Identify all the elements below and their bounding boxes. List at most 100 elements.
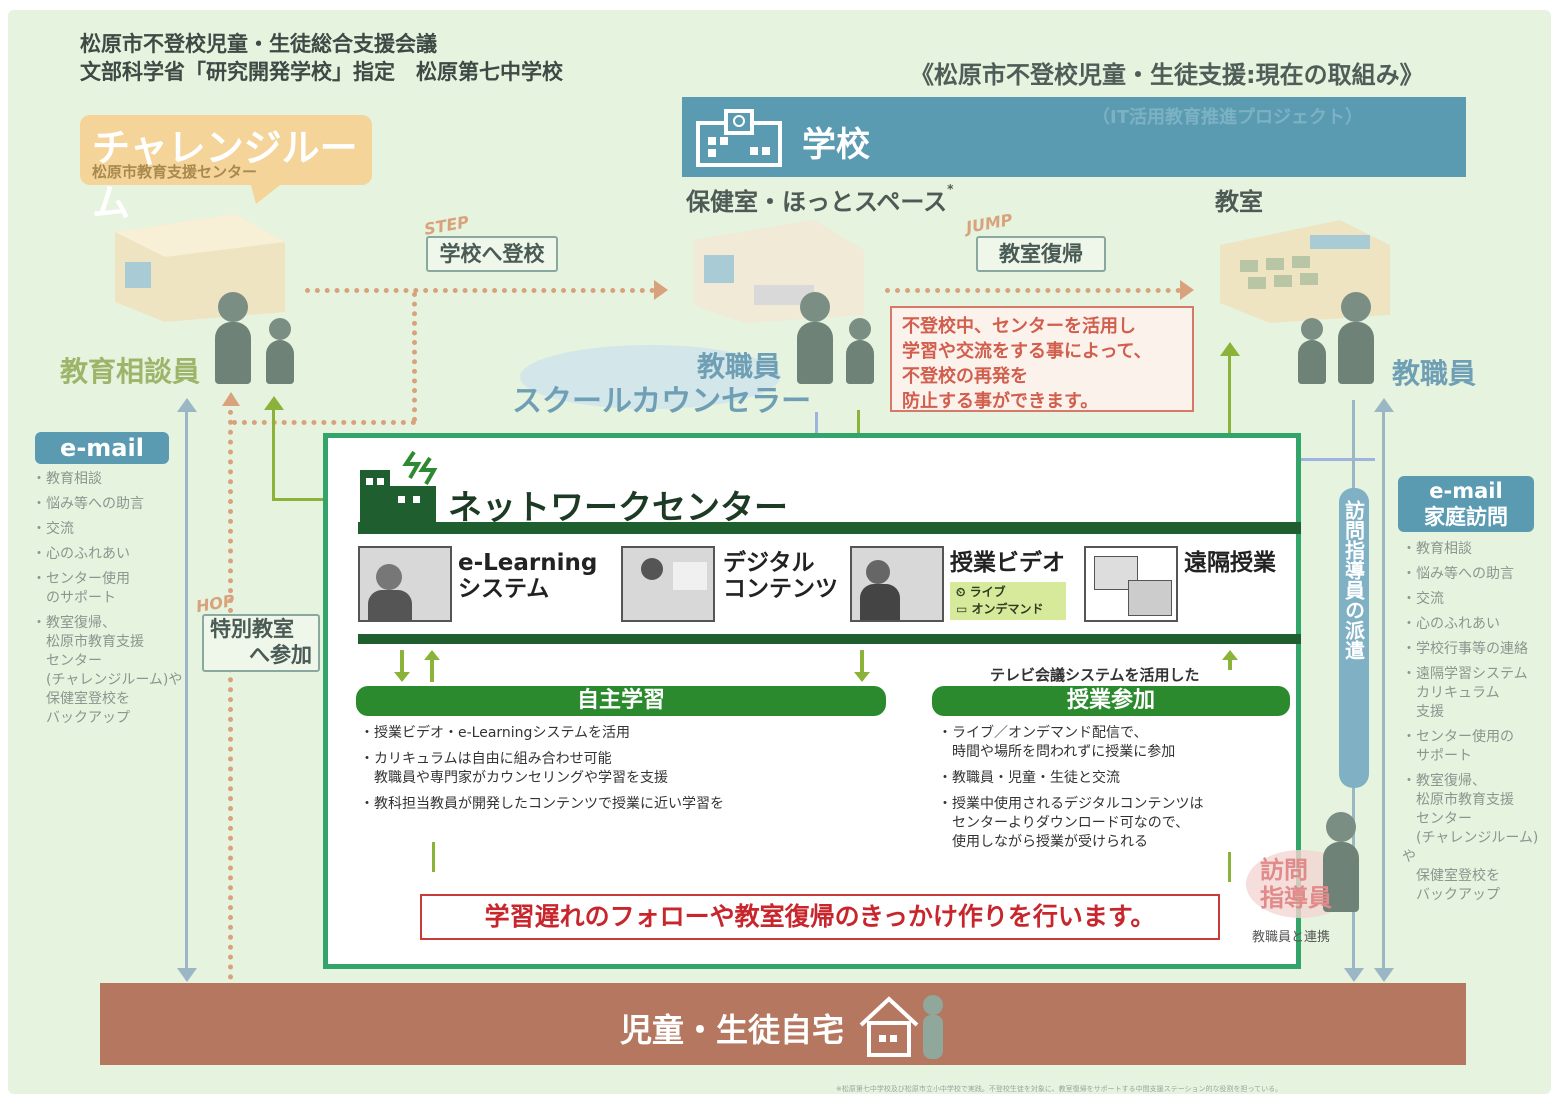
footnote: ※松原第七中学校及び松原市立小中学校で実践。不登校生徒を対象に、教室復帰をサポー… (836, 1085, 1283, 1093)
challenge-room-bubble: チャレンジルーム 松原市教育支援センター (80, 115, 372, 225)
live-tag: ⏲ ライブ (956, 585, 1006, 599)
challenge-room-subtitle: 松原市教育支援センター (92, 163, 258, 181)
list-item: ・遠隔学習システム カリキュラム 支援 (1402, 666, 1528, 720)
left-email-list: ・教育相談 ・悩み等への助言 ・交流 ・心のふれあい ・センター使用 のサポート… (32, 470, 192, 734)
arrow-up-icon (264, 396, 284, 410)
school-subtitle: （IT活用教育推進プロジェクト） (1092, 107, 1363, 128)
ondemand-tag: ▭ オンデマンド (956, 602, 1044, 616)
red-note-box: 不登校中、センターを活用し 学習や交流をする事によって、 不登校の再発を 防止す… (890, 306, 1194, 412)
visitor-label: 訪問指導員 (1260, 856, 1332, 912)
red-note-line: 不登校の再発を (902, 366, 1028, 387)
house-icon (859, 995, 943, 1059)
challenge-room-title: チャレンジルーム (92, 126, 358, 225)
visit-bar: 訪問指導員の派遣 (1339, 488, 1369, 788)
list-item: ・悩み等への助言 (1402, 566, 1514, 582)
list-item: ・カリキュラムは自由に組み合わせ可能 教職員や専門家がカウンセリングや学習を支援 (360, 751, 668, 786)
list-item: ・教科担当教員が開発したコンテンツで授業に近い学習を (360, 796, 724, 812)
hop-arrowhead (222, 392, 240, 406)
right-email-arrow (1382, 410, 1385, 980)
jump-label: 教室復帰 (976, 236, 1106, 272)
arrow-down-icon (1374, 968, 1394, 982)
step-path (305, 288, 655, 293)
list-item: ・授業中使用されるデジタルコンテンツは センターよりダウンロード可なので、 使用… (938, 796, 1204, 850)
list-item: ・授業ビデオ・e-Learningシステムを活用 (360, 725, 631, 741)
network-bottom-band (358, 634, 1301, 644)
video-mode-tags: ⏲ ライブ ▭ オンデマンド (950, 582, 1066, 620)
school-bar: 学校 （IT活用教育推進プロジェクト） (682, 97, 1466, 177)
arrow-up-icon (1222, 650, 1238, 670)
list-item: ・教室復帰、 松原市教育支援 センター (チャレンジルーム)や 保健室登校を バ… (1402, 773, 1539, 903)
network-center-title: ネットワークセンター (448, 488, 788, 528)
green-arrow-line (272, 400, 275, 500)
step-arrowhead (654, 280, 668, 300)
remote-class-icon (1084, 546, 1178, 622)
class-join-list: ・ライブ／オンデマンド配信で、 時間や場所を問われずに授業に参加 ・教職員・児童… (938, 724, 1298, 859)
network-top-band (358, 522, 1301, 534)
bubble-tail (250, 182, 284, 204)
network-building-icon (360, 450, 438, 522)
list-item: ・教室復帰、 松原市教育支援 センター (チャレンジルーム)や 保健室登校を バ… (32, 615, 183, 726)
visitor-link-text: 教職員と連携 (1252, 930, 1331, 945)
education-center-building-icon (115, 214, 285, 322)
red-note-line: 不登校中、センターを活用し (902, 316, 1136, 337)
green-arrow-line (1228, 350, 1231, 505)
service-lecture-video: 授業ビデオ (950, 550, 1065, 576)
red-note-line: 防止する事ができます。 (902, 391, 1099, 412)
list-item: ・交流 (1402, 591, 1444, 607)
green-arrow-line (272, 498, 338, 501)
hop-label: 特別教室 へ参加 (202, 614, 320, 672)
jump-path (885, 288, 1181, 293)
home-label: 児童・生徒自宅 (620, 1011, 845, 1049)
red-note-line: 学習や交流をする事によって、 (902, 341, 1152, 362)
school-label: 学校 (802, 125, 870, 165)
counselor-ellipse (520, 345, 780, 409)
list-item: ・心のふれあい (1402, 616, 1500, 632)
class-join-pretitle: テレビ会議システムを活用した (990, 666, 1200, 684)
left-email-arrow (185, 410, 188, 980)
room-classroom: 教室 (1215, 188, 1263, 216)
self-study-head: 自主学習 (356, 686, 886, 716)
header-line-2: 文部科学省「研究開発学校」指定 松原第七中学校 (80, 60, 563, 84)
arrow-down-icon (1344, 968, 1364, 982)
jump-arrowhead (1180, 280, 1194, 300)
list-item: ・心のふれあい (32, 546, 130, 562)
arrow-up-icon (1220, 342, 1240, 356)
list-item: ・センター使用の サポート (1402, 729, 1514, 764)
page-title: 《松原市不登校児童・生徒支援:現在の取組み》 (910, 61, 1424, 89)
role-staff-right: 教職員 (1392, 357, 1477, 390)
list-item: ・ライブ／オンデマンド配信で、 時間や場所を問われずに授業に参加 (938, 725, 1176, 760)
right-email-list: ・教育相談 ・悩み等への助言 ・交流 ・心のふれあい ・学校行事等の連絡 ・遠隔… (1402, 540, 1552, 911)
up-down-arrows-icon (394, 650, 440, 682)
hop-path-horizontal (232, 420, 416, 425)
list-item: ・交流 (32, 521, 74, 537)
arrow-up-icon (177, 398, 197, 412)
list-item: ・センター使用 のサポート (32, 571, 130, 606)
callout-box: 学習遅れのフォローや教室復帰のきっかけ作りを行います。 (420, 894, 1220, 940)
lecture-video-icon (850, 546, 944, 622)
classroom-illustration (1220, 220, 1390, 323)
clock-icon: ⏲ (956, 585, 966, 599)
green-arrow-line (432, 842, 435, 872)
service-remote-class: 遠隔授業 (1184, 550, 1276, 576)
arrow-down-icon (854, 650, 870, 682)
role-staff-middle: 教職員 (697, 350, 782, 383)
home-bar: 児童・生徒自宅 (100, 983, 1466, 1065)
list-item: ・教育相談 (1402, 541, 1472, 557)
role-school-counselor: スクールカウンセラー (512, 384, 812, 419)
service-digital-contents: デジタルコンテンツ (723, 550, 838, 602)
role-counselor: 教育相談員 (60, 355, 201, 388)
header-line-1: 松原市不登校児童・生徒総合支援会議 (80, 32, 437, 56)
arrow-up-icon (1374, 398, 1394, 412)
list-item: ・悩み等への助言 (32, 496, 144, 512)
list-item: ・学校行事等の連絡 (1402, 641, 1528, 657)
room-health: 保健室・ほっとスペース* (686, 182, 954, 216)
green-arrow-line (1228, 852, 1231, 882)
right-email-tag: e-mail 家庭訪問 (1398, 476, 1534, 532)
self-study-list: ・授業ビデオ・e-Learningシステムを活用 ・カリキュラムは自由に組み合わ… (360, 724, 880, 821)
digital-contents-icon (621, 546, 715, 622)
class-join-head: 授業参加 (932, 686, 1290, 716)
tape-icon: ▭ (956, 602, 968, 616)
health-room-illustration (694, 220, 864, 323)
elearning-icon (358, 546, 452, 622)
